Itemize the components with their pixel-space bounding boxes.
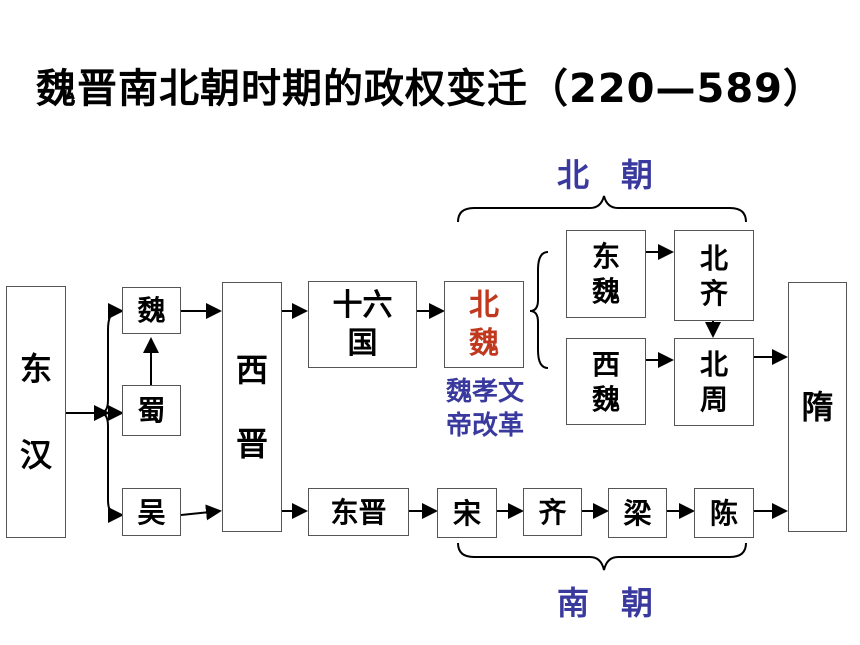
node-wei: 魏 [122, 287, 181, 334]
node-beiwei-line2: 魏 [469, 325, 499, 361]
node-sui: 隋 [788, 282, 847, 532]
node-liang-label: 梁 [623, 496, 652, 530]
node-xiwei-line2: 魏 [591, 382, 620, 416]
node-dongjin-label: 东晋 [330, 495, 387, 529]
node-wei-label: 魏 [137, 294, 166, 327]
node-shiliuguo-line1: 十六 [332, 288, 393, 323]
annotation-reform: 魏孝文 帝改革 [430, 376, 540, 444]
node-donghan-line1: 东 [19, 350, 52, 388]
node-beiqi-line2: 齐 [699, 276, 728, 310]
node-xijin-line2: 晋 [235, 425, 268, 463]
node-xiwei: 西 魏 [566, 338, 646, 425]
node-qi: 齐 [523, 488, 582, 536]
node-beizhou-line2: 周 [699, 383, 728, 416]
node-xijin: 西 晋 [222, 282, 282, 532]
node-beizhou: 北 周 [674, 338, 754, 426]
node-shiliuguo: 十六 国 [308, 281, 417, 368]
node-wu: 吴 [122, 488, 181, 536]
node-dongjin: 东晋 [308, 488, 409, 536]
node-wu-label: 吴 [137, 495, 166, 529]
label-northern-dynasties: 北 朝 [556, 156, 653, 194]
node-liang: 梁 [608, 488, 667, 538]
node-xiwei-line1: 西 [591, 347, 620, 381]
node-chen-label: 陈 [709, 496, 738, 530]
node-dongwei-line1: 东 [591, 240, 620, 273]
node-sui-label: 隋 [801, 388, 834, 426]
split-brace [99, 310, 119, 516]
node-shu: 蜀 [122, 385, 181, 436]
northern-dynasties-brace [457, 195, 747, 223]
node-chen: 陈 [694, 488, 754, 538]
beiwei-split-brace [529, 251, 549, 369]
node-beiqi-line1: 北 [699, 241, 728, 275]
node-song: 宋 [437, 488, 497, 538]
node-donghan-line2: 汉 [19, 436, 52, 474]
node-dongwei: 东 魏 [566, 230, 646, 318]
node-beiwei-line1: 北 [469, 288, 499, 323]
node-shiliuguo-line2: 国 [347, 325, 378, 361]
label-southern-dynasties: 南 朝 [556, 584, 653, 622]
node-dongwei-line2: 魏 [591, 275, 620, 308]
node-beiwei: 北 魏 [444, 281, 524, 368]
node-qi-label: 齐 [538, 495, 567, 529]
diagram-title: 魏晋南北朝时期的政权变迁（220—589） [36, 66, 824, 112]
node-donghan: 东 汉 [6, 286, 66, 538]
annotation-reform-line1: 魏孝文 [445, 377, 524, 407]
node-beiqi: 北 齐 [674, 230, 754, 321]
annotation-reform-line2: 帝改革 [445, 410, 524, 441]
southern-dynasties-brace [457, 542, 747, 571]
node-shu-label: 蜀 [137, 394, 166, 427]
node-xijin-line1: 西 [235, 351, 268, 389]
node-beizhou-line1: 北 [699, 348, 728, 381]
arrow-wu-xijin [180, 504, 222, 521]
node-song-label: 宋 [452, 496, 481, 530]
